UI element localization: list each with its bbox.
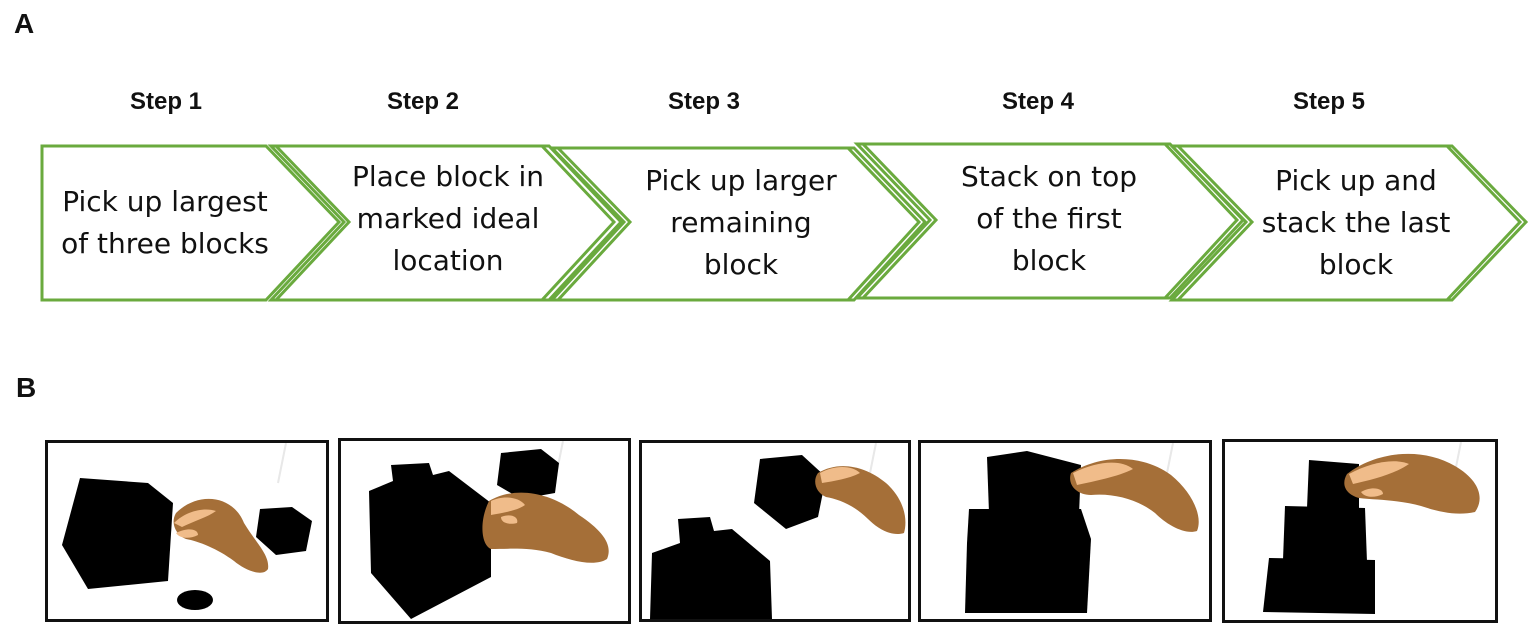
step-5-text: Pick up and stack the last block xyxy=(1261,164,1451,281)
step-1-image xyxy=(45,440,329,622)
step-3-arrow xyxy=(554,146,922,302)
middle-block xyxy=(1283,506,1367,562)
step-2-title: Step 2 xyxy=(386,88,460,115)
step-3-text: Pick up larger remaining block xyxy=(645,164,837,281)
step-1-arrow xyxy=(40,144,342,302)
step-4-text: Stack on top of the first block xyxy=(960,160,1138,277)
medium-block xyxy=(497,449,559,499)
step-4-image xyxy=(918,440,1212,622)
bottom-block xyxy=(965,509,1091,613)
step-1-text: Pick up largest of three blocks xyxy=(61,185,269,260)
medium-block xyxy=(256,507,312,555)
top-block xyxy=(1307,460,1359,508)
hand xyxy=(482,492,609,563)
step-1-title: Step 1 xyxy=(129,88,203,115)
ideal-location-marker xyxy=(177,590,213,610)
placed-large-block xyxy=(369,463,491,619)
hand xyxy=(1070,459,1199,532)
panel-a-label: A xyxy=(14,8,35,39)
large-block xyxy=(62,478,173,589)
medium-block xyxy=(754,455,826,529)
step-5-arrow xyxy=(1174,144,1523,302)
middle-block xyxy=(987,451,1081,515)
step-2-image xyxy=(338,438,631,624)
bottom-block xyxy=(1263,558,1375,614)
hand xyxy=(1344,453,1480,514)
step-2-arrow xyxy=(272,144,617,302)
step-5-title: Step 5 xyxy=(1292,88,1366,115)
step-4-title: Step 4 xyxy=(1001,88,1075,115)
step-3-image xyxy=(639,440,911,622)
hand xyxy=(173,498,269,573)
panel-b-label: B xyxy=(16,372,37,403)
step-2-text: Place block in marked ideal location xyxy=(351,160,545,277)
hand xyxy=(815,466,906,535)
step-3-title: Step 3 xyxy=(667,88,741,115)
placed-large-block xyxy=(650,517,772,619)
step-5-image xyxy=(1222,439,1498,623)
step-4-arrow xyxy=(859,142,1240,300)
